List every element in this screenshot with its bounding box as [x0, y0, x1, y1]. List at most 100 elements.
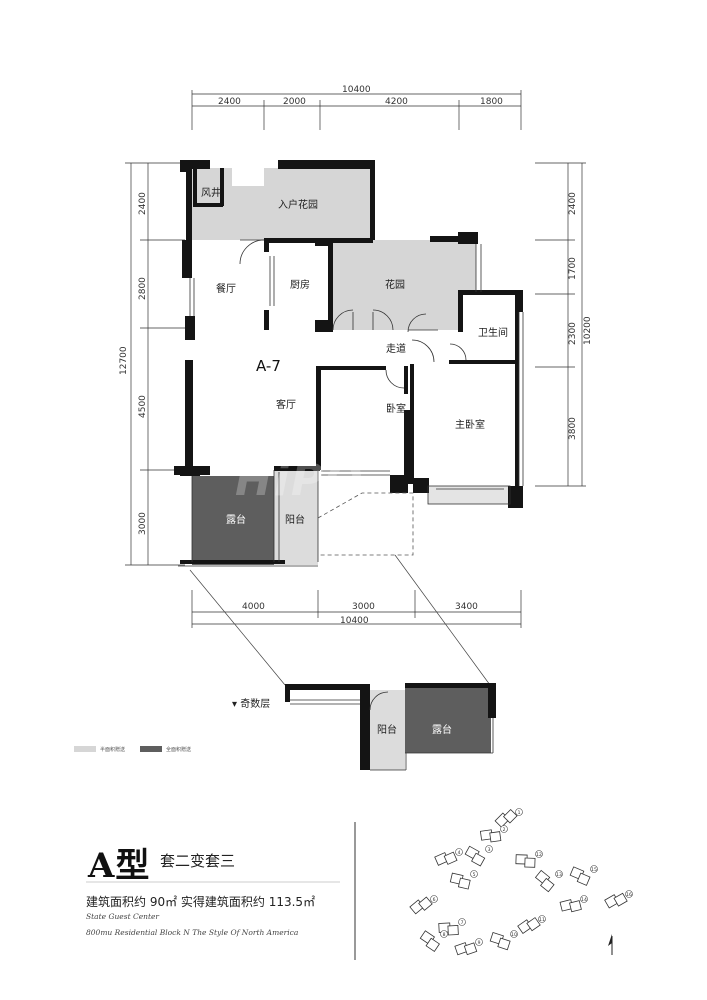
site-building-number: 6 — [433, 897, 436, 903]
room-entry-garden: 入户花园 — [278, 198, 318, 211]
walls — [174, 160, 523, 564]
site-building-marker — [430, 895, 438, 903]
dim-right-seg-4: 3800 — [568, 417, 578, 440]
room-bedroom: 卧室 — [386, 402, 406, 415]
dim-top-total: 10400 — [342, 85, 371, 95]
leader-lines — [189, 554, 491, 686]
dim-right-seg-2: 1700 — [568, 257, 578, 280]
dim-right-seg-3: 2300 — [568, 322, 578, 345]
dim-bottom-seg-3: 3400 — [455, 602, 478, 612]
dim-top-seg-3: 4200 — [385, 97, 408, 107]
odd-floor-plan: 阳台 露台 — [285, 683, 496, 771]
site-building — [419, 930, 440, 952]
area-fills — [190, 168, 512, 565]
dim-top-seg-4: 1800 — [480, 97, 503, 107]
site-building — [479, 829, 502, 843]
site-building — [464, 845, 486, 867]
site-building-number: 1 — [518, 810, 521, 816]
dim-left-total: 12700 — [119, 346, 129, 375]
site-building-marker — [625, 890, 633, 898]
odd-floor-label: ▾ 奇数层 — [232, 695, 270, 710]
left-dimension-lines — [125, 162, 185, 566]
site-building-marker — [455, 848, 463, 856]
dim-bottom-total: 10400 — [340, 616, 369, 626]
site-building-marker — [510, 930, 518, 938]
dim-bottom-seg-1: 4000 — [242, 602, 265, 612]
script-line-2: 800mu Residential Block N The Style Of N… — [86, 928, 299, 937]
site-building — [559, 899, 582, 913]
site-building — [494, 808, 518, 828]
dim-top-seg-2: 2000 — [283, 97, 306, 107]
site-building — [438, 922, 459, 936]
site-building-number: 14 — [581, 897, 587, 903]
odd-floor-text: 奇数层 — [240, 699, 271, 710]
type-subtitle: 套二变套三 — [160, 852, 236, 870]
bottom-dimension-lines — [191, 590, 522, 628]
legend-swatch-half — [74, 746, 96, 752]
dim-right-seg-1: 2400 — [568, 192, 578, 215]
site-building — [517, 917, 541, 934]
site-building-number: 11 — [539, 917, 545, 923]
dim-left-seg-2: 2800 — [138, 277, 148, 300]
site-building-number: 13 — [556, 872, 562, 878]
window-and-door-lines — [178, 239, 524, 567]
site-building-number: 2 — [503, 827, 506, 833]
site-building — [454, 942, 478, 956]
watermark: HiPO — [235, 455, 365, 506]
room-fengjing: 风井 — [201, 186, 221, 199]
site-building-marker — [515, 808, 523, 816]
type-title: A型 — [88, 846, 151, 886]
site-building-marker — [458, 918, 466, 926]
site-building — [604, 892, 628, 909]
site-building-number: 5 — [473, 872, 476, 878]
room-master-bedroom: 主卧室 — [455, 418, 485, 431]
site-building-marker — [485, 845, 493, 853]
north-arrow-icon — [608, 934, 613, 955]
odd-room-terrace: 露台 — [432, 723, 452, 736]
room-living: 客厅 — [276, 398, 296, 411]
unit-label: A-7 — [256, 357, 281, 375]
site-building-marker — [555, 870, 563, 878]
site-building-marker — [440, 930, 448, 938]
site-building-marker — [500, 825, 508, 833]
legend-swatch-full — [140, 746, 162, 752]
script-line-1: State Guest Center — [86, 912, 160, 921]
site-building-number: 8 — [443, 932, 446, 938]
room-garden: 花园 — [385, 278, 405, 291]
site-building — [409, 896, 433, 915]
site-building-marker — [470, 870, 478, 878]
odd-room-balcony: 阳台 — [377, 723, 397, 736]
room-dining: 餐厅 — [216, 282, 236, 295]
right-dimension-lines — [535, 162, 586, 487]
site-building — [569, 866, 591, 886]
site-building-number: 9 — [478, 940, 481, 946]
top-dimension-lines — [191, 90, 522, 130]
room-kitchen: 厨房 — [290, 278, 310, 291]
site-building — [534, 869, 555, 893]
legend-half-area: 半面积赠送 — [100, 747, 126, 753]
site-building-marker — [590, 865, 598, 873]
room-terrace: 露台 — [226, 513, 246, 526]
site-building — [449, 872, 471, 890]
site-building-number: 7 — [461, 920, 464, 926]
site-building-number: 15 — [591, 867, 597, 873]
site-building-marker — [535, 850, 543, 858]
site-building-marker — [475, 938, 483, 946]
dim-left-seg-4: 3000 — [138, 512, 148, 535]
dim-left-seg-1: 2400 — [138, 192, 148, 215]
dim-left-seg-3: 4500 — [138, 395, 148, 418]
site-building-number: 16 — [626, 892, 632, 898]
site-building-number: 10 — [511, 932, 517, 938]
site-building — [489, 931, 511, 951]
room-balcony: 阳台 — [285, 513, 305, 526]
dim-bottom-seg-2: 3000 — [352, 602, 375, 612]
site-building-marker — [580, 895, 588, 903]
area-info: 建筑面积约 90㎡ 实得建筑面积约 113.5㎡ — [86, 895, 316, 909]
site-building-number: 3 — [488, 847, 491, 853]
site-building — [515, 854, 536, 868]
site-building-number: 4 — [458, 850, 461, 856]
site-building — [434, 851, 458, 866]
dim-top-seg-1: 2400 — [218, 97, 241, 107]
